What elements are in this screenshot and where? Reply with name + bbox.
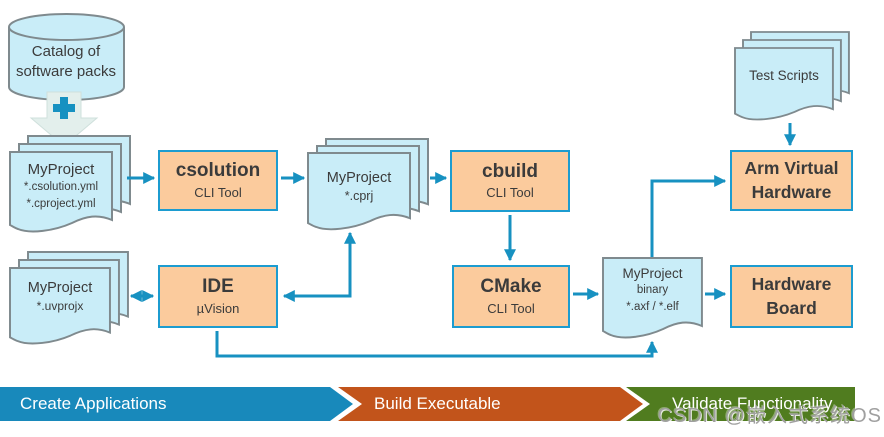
- arrow-ide-cprj-bidirectional: [282, 231, 356, 302]
- solution-files-line2: *.cproject.yml: [26, 198, 96, 211]
- uvprojx-files-line1: *.uvprojx: [36, 299, 84, 314]
- banner-validate-functionality: Validate Functionality: [626, 387, 855, 421]
- avh-line2: Hardware: [751, 181, 832, 202]
- ide-subtitle: µVision: [196, 300, 240, 316]
- solution-files-line1: *.csolution.yml: [23, 181, 99, 193]
- catalog-of-software-packs: Catalog of software packs: [12, 42, 120, 83]
- cmake-tool-node: CMake CLI Tool: [452, 265, 570, 328]
- arrow-ide-to-binary: [215, 331, 658, 358]
- cbuild-subtitle: CLI Tool: [486, 185, 534, 201]
- binary-file-title: MyProject: [622, 266, 683, 281]
- banner-create-label: Create Applications: [20, 394, 167, 413]
- binary-file-line2: *.axf / *.elf: [626, 301, 679, 314]
- banner-build-executable: Build Executable: [338, 387, 643, 421]
- cprj-files-label: MyProject *.cprj: [308, 170, 410, 206]
- avh-line1: Arm Virtual: [744, 157, 839, 178]
- csolution-subtitle: CLI Tool: [194, 184, 242, 200]
- ide-tool-node: IDE µVision: [158, 265, 278, 328]
- binary-file-label: MyProject binary *.axf / *.elf: [603, 266, 702, 317]
- cbuild-title: cbuild: [482, 160, 538, 182]
- ide-title: IDE: [202, 276, 234, 298]
- arrow-binary-to-avh: [650, 175, 727, 257]
- arm-virtual-hardware-node: Arm Virtual Hardware: [730, 150, 853, 211]
- plus-icon: [53, 97, 75, 119]
- catalog-label-line2: software packs: [15, 63, 117, 81]
- test-scripts-label: Test Scripts: [735, 68, 833, 84]
- hardware-board-node: Hardware Board: [730, 265, 853, 328]
- cmake-title: CMake: [480, 276, 542, 298]
- solution-files-title: MyProject: [27, 161, 95, 178]
- cprj-files-line1: *.cprj: [344, 189, 374, 204]
- banner-build-label: Build Executable: [374, 394, 501, 413]
- catalog-cylinder-shape: [8, 13, 125, 101]
- banner-validate-label: Validate Functionality: [672, 394, 833, 413]
- uvprojx-files-title: MyProject: [27, 280, 93, 296]
- csolution-title: csolution: [175, 160, 261, 182]
- uvprojx-files-label: MyProject *.uvprojx: [10, 280, 110, 315]
- hardware-board-line1: Hardware: [751, 273, 832, 294]
- catalog-label-line1: Catalog of: [31, 43, 101, 60]
- cbuild-tool-node: cbuild CLI Tool: [450, 150, 570, 212]
- test-scripts-title: Test Scripts: [749, 68, 819, 83]
- banner-create-applications: Create Applications: [0, 387, 353, 421]
- add-packs-arrow: [29, 91, 99, 147]
- binary-file-line1: binary: [636, 284, 669, 297]
- cprj-files-title: MyProject: [326, 170, 392, 186]
- hardware-board-line2: Board: [766, 297, 817, 318]
- csdn-watermark: CSDN @嵌入式系统OS: [657, 405, 882, 427]
- cmake-subtitle: CLI Tool: [487, 300, 535, 316]
- solution-files-label: MyProject *.csolution.yml *.cproject.yml: [10, 161, 112, 214]
- csolution-tool-node: csolution CLI Tool: [158, 150, 278, 211]
